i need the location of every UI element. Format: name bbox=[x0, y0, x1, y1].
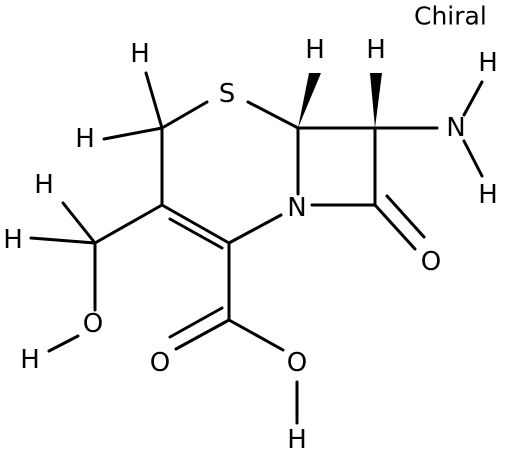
atom-o-hydroxyl-acid: O bbox=[287, 348, 307, 378]
wedge-bridgehead-h bbox=[298, 73, 321, 128]
atom-h-ch2oh-top: H bbox=[34, 170, 54, 200]
bond-c9-n-ring bbox=[227, 213, 283, 245]
bond-c-acid-o-double bbox=[174, 318, 231, 351]
atom-s: S bbox=[219, 79, 236, 109]
atom-o-carbonyl-acid: O bbox=[150, 348, 170, 378]
bond-o-alcohol-h bbox=[47, 334, 80, 353]
atom-n-ring: N bbox=[287, 193, 306, 223]
atom-h-ch2-top: H bbox=[130, 39, 150, 69]
atom-h-acid: H bbox=[287, 425, 307, 455]
bond-ch2oh-h-top bbox=[61, 201, 97, 245]
atom-o-hydroxyl-alcohol: O bbox=[83, 309, 103, 339]
chirality-label: Chiral bbox=[414, 2, 487, 31]
atom-o-carbonyl-ring: O bbox=[421, 247, 441, 277]
bond-c5-o-carbonyl-double bbox=[385, 194, 426, 239]
atom-h-alpha: H bbox=[366, 35, 386, 65]
atom-h-amine-bottom: H bbox=[478, 180, 498, 210]
atom-h-amine-top: H bbox=[478, 48, 498, 78]
bond-c8-ch2oh bbox=[93, 203, 164, 245]
bond-s-c3 bbox=[246, 100, 300, 130]
wedge-alpha-h bbox=[370, 73, 382, 128]
bond-c-acid-o-double-2 bbox=[168, 306, 224, 339]
bond-n-amine-h-bottom bbox=[462, 139, 484, 178]
bond-c8-c9-double bbox=[168, 217, 224, 250]
atom-n-amine: N bbox=[446, 113, 465, 143]
bond-c7-h-left bbox=[102, 126, 164, 141]
bond-c7-h-top bbox=[144, 71, 164, 130]
atom-h-alcohol: H bbox=[20, 345, 40, 375]
bonds bbox=[29, 71, 484, 425]
bond-n-amine-h-top bbox=[462, 80, 484, 117]
bond-c7-s bbox=[160, 100, 209, 130]
atom-h-ch2-left: H bbox=[75, 124, 95, 154]
bond-c-acid-o-hydroxyl bbox=[227, 318, 285, 352]
bond-c8-c9 bbox=[160, 203, 231, 245]
stereo-wedges bbox=[298, 73, 382, 128]
bond-ch2oh-h-left bbox=[29, 236, 97, 245]
atom-h-bridgehead: H bbox=[305, 35, 325, 65]
atom-labels: S N N O O O O H H H H H H H H H H bbox=[3, 35, 498, 455]
bond-c5-o-carbonyl bbox=[373, 203, 417, 251]
atom-h-ch2oh-left: H bbox=[3, 225, 23, 255]
